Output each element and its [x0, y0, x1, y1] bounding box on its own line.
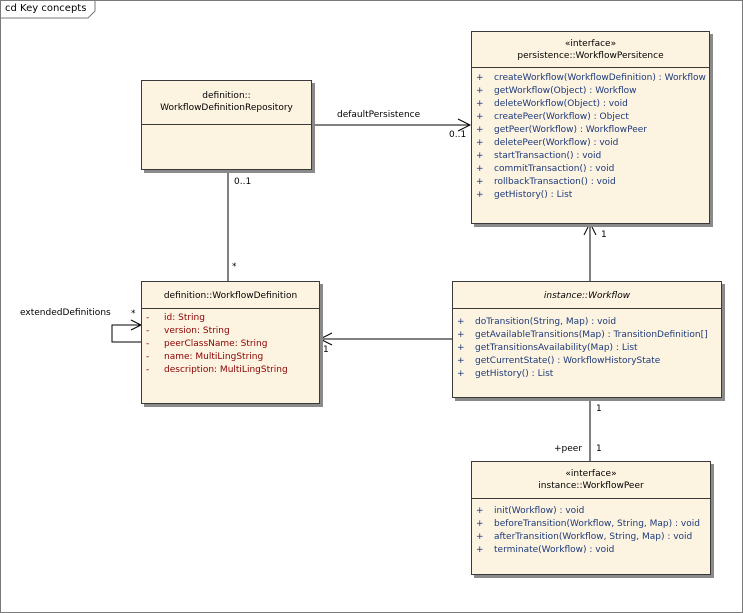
operation-row: +afterTransition(Workflow, String, Map) … [476, 532, 693, 542]
arrowhead-definition [318, 332, 333, 346]
operation-row: +getPeer(Workflow) : WorkflowPeer [476, 125, 647, 135]
class-workflow-persistence[interactable]: «interface» persistence::WorkflowPersite… [471, 31, 710, 224]
class-workflow[interactable]: instance::Workflow +doTransition(String,… [452, 281, 722, 398]
frame-tab: cd Key concepts [0, 0, 96, 19]
arrowhead-persistence [457, 118, 472, 132]
peer-stereotype: «interface» [565, 469, 617, 479]
label-default-persistence: defaultPersistence [337, 110, 421, 120]
operation-row: +beforeTransition(Workflow, String, Map)… [476, 519, 700, 529]
operation-row: +getAvailableTransitions(Map) : Transiti… [457, 330, 708, 340]
operation-row: +getWorkflow(Object) : Workflow [476, 86, 637, 96]
attribute-row: -name: MultiLingString [146, 352, 264, 362]
operation-row: +deletePeer(Workflow) : void [476, 138, 619, 148]
frame-tab-border [0, 0, 96, 19]
multiplicity-extended: * [131, 309, 136, 319]
operation-row: +doTransition(String, Map) : void [457, 317, 617, 327]
operation-row: +createWorkflow(WorkflowDefinition) : Wo… [476, 73, 706, 83]
peer-name: instance::WorkflowPeer [538, 481, 644, 491]
label-extended-definitions: extendedDefinitions [20, 308, 111, 318]
attribute-row: -description: MultiLingString [146, 365, 288, 375]
label-peer-role: +peer [554, 444, 583, 454]
operation-row: +rollbackTransaction() : void [476, 177, 616, 187]
repository-name-line1: definition:: [202, 91, 251, 101]
operation-row: +terminate(Workflow) : void [476, 545, 615, 555]
class-workflow-definition-repository[interactable]: definition:: WorkflowDefinitionRepositor… [141, 80, 312, 170]
class-workflow-peer[interactable]: «interface» instance::WorkflowPeer +init… [471, 461, 711, 575]
multiplicity-persistence-workflow: 1 [601, 230, 607, 240]
repository-name-line2: WorkflowDefinitionRepository [160, 103, 293, 113]
operation-row: +startTransaction() : void [476, 151, 602, 161]
attribute-row: -version: String [146, 326, 230, 336]
operation-row: +createPeer(Workflow) : Object [476, 112, 629, 122]
multiplicity-definition: * [232, 262, 237, 272]
operation-row: +commitTransaction() : void [476, 164, 615, 174]
multiplicity-workflow-peer: 1 [596, 404, 602, 414]
assoc-self-extended [111, 324, 141, 343]
frame-title: cd Key concepts [5, 3, 87, 14]
multiplicity-repository: 0..1 [234, 177, 252, 187]
multiplicity-definition-workflow: 1 [323, 345, 329, 355]
attribute-row: -id: String [146, 313, 205, 323]
operation-row: +deleteWorkflow(Object) : void [476, 99, 628, 109]
persistence-name: persistence::WorkflowPersitence [517, 51, 664, 61]
persistence-stereotype: «interface» [564, 39, 617, 49]
operation-row: +getHistory() : List [476, 190, 573, 200]
class-workflow-definition[interactable]: definition::WorkflowDefinition -id: Stri… [141, 281, 320, 404]
operation-row: +init(Workflow) : void [476, 506, 585, 516]
workflow-name: instance::Workflow [543, 291, 631, 301]
definition-name: definition::WorkflowDefinition [163, 291, 298, 301]
multiplicity-persistence: 0..1 [449, 130, 467, 140]
operation-row: +getCurrentState() : WorkflowHistoryStat… [457, 356, 661, 366]
attribute-row: -peerClassName: String [146, 339, 268, 349]
operation-row: +getTransitionsAvailability(Map) : List [457, 343, 638, 353]
multiplicity-peer: 1 [596, 444, 602, 454]
operation-row: +getHistory() : List [457, 369, 554, 379]
